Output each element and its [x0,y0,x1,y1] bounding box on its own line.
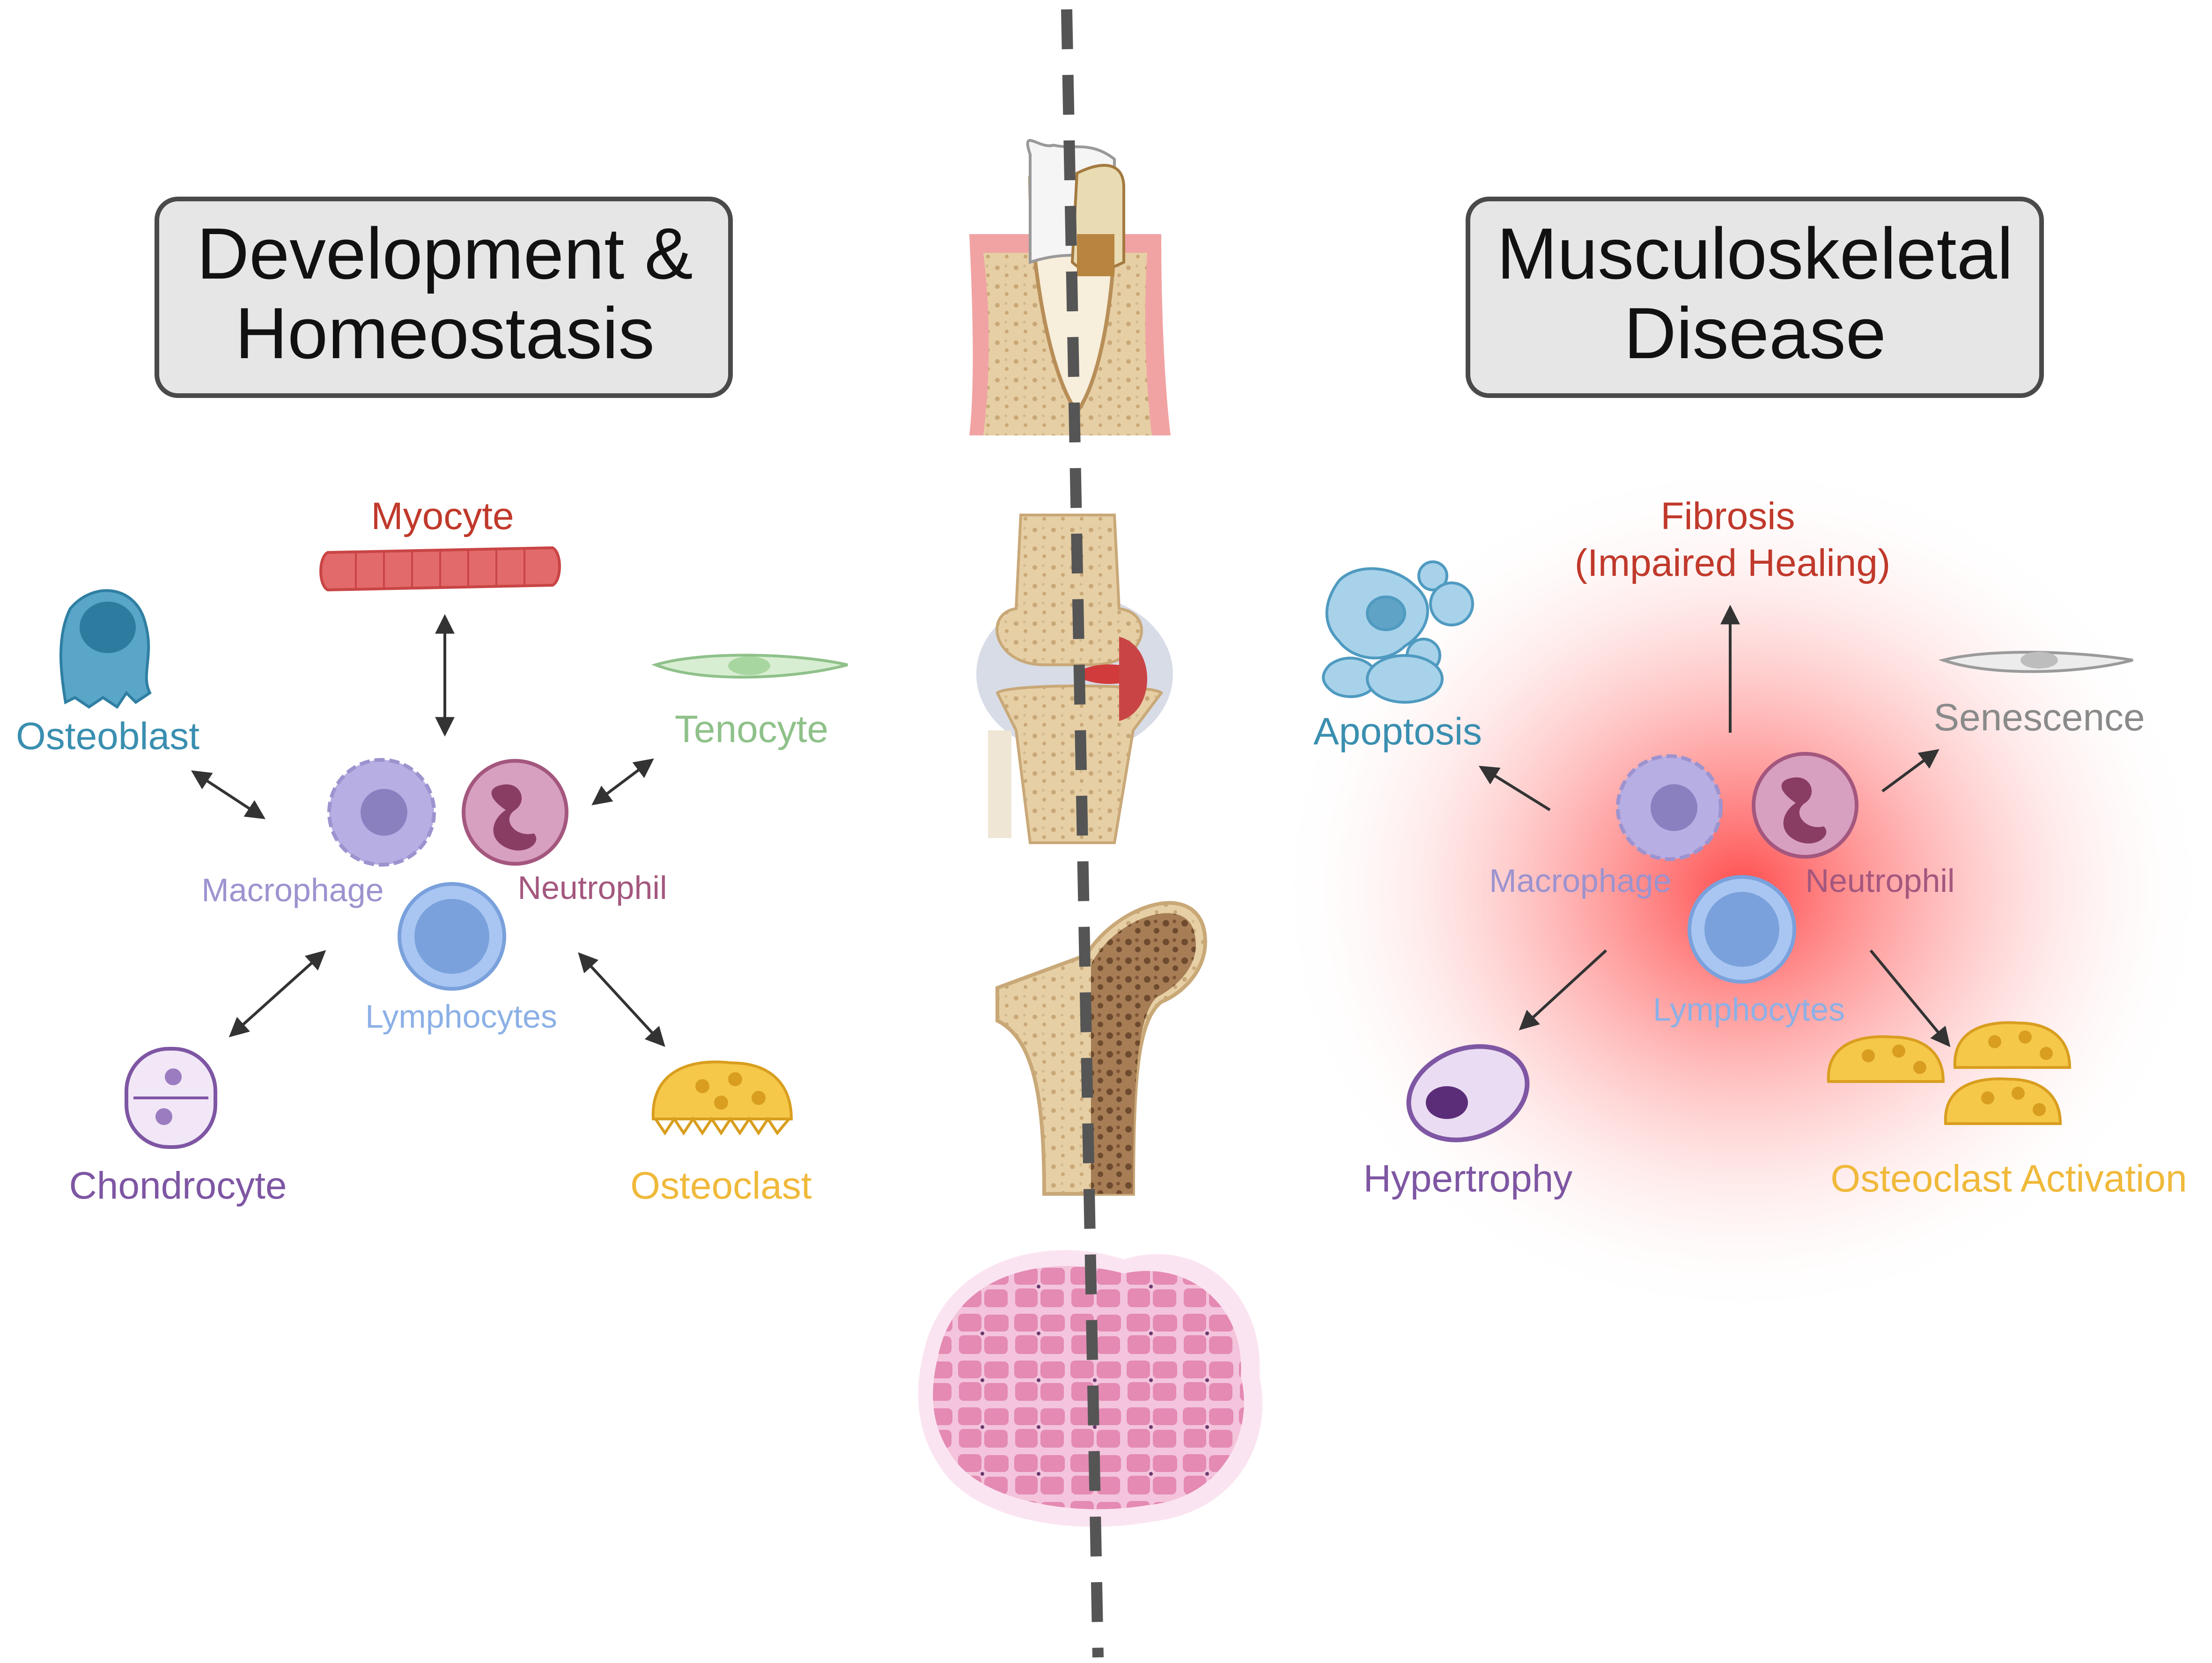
left-title-line2: Homeostasis [235,293,655,374]
chondrocyte-cell [125,1047,217,1149]
osteoclast-label: Osteoclast [630,1164,812,1207]
arrow-immune-osteoclast [578,952,665,1047]
left-arrows [191,614,665,1047]
macrophage-label: Macrophage [201,872,383,908]
arrow-to-osteoclast-activation [1869,949,1951,1047]
chondrocyte-label: Chondrocyte [69,1164,287,1207]
apoptosis-cell [1322,560,1474,704]
macrophage-label-disease: Macrophage [1489,862,1671,899]
tenocyte-cell [651,654,848,679]
hypertrophy-label: Hypertrophy [1364,1157,1573,1200]
osteoblast-label: Osteoblast [16,715,199,758]
tenocyte-label: Tenocyte [675,708,828,751]
macrophage-cell-disease [1616,754,1723,861]
activated-osteoclasts [1827,1021,2072,1125]
neutrophil-cell [462,759,568,866]
myocyte-label: Myocyte [371,495,514,537]
arrow-to-senescence [1881,749,1939,793]
lymphocyte-cell-disease [1688,875,1796,984]
myocyte-cell [319,546,561,592]
center-divider [1061,9,1104,1658]
osteoblast-cell [59,589,152,709]
neutrophil-label-disease: Neutrophil [1805,862,1954,899]
femur-icon [995,901,1207,1196]
right-title-box: Musculoskeletal Disease [1466,197,2044,398]
lymphocyte-cell [398,882,506,991]
macrophage-cell [327,758,436,867]
hypertrophic-chondrocyte [1406,1044,1530,1142]
senescent-cell [1938,651,2133,673]
lymphocytes-label-disease: Lymphocytes [1653,991,1845,1028]
arrow-to-hypertrophy [1519,949,1607,1030]
left-title-box: Development & Homeostasis [155,197,733,398]
neutrophil-cell-disease [1752,752,1858,859]
osteoclast-cell [651,1060,793,1136]
lymphocytes-label: Lymphocytes [365,998,557,1035]
right-arrows [1478,604,1951,1047]
arrow-neutrophil-tenocyte [591,758,654,806]
left-title-line1: Development & [197,213,693,294]
fibrosis-sublabel: (Impaired Healing) [1575,542,1891,584]
apoptosis-label: Apoptosis [1313,710,1482,753]
arrow-macrophage-osteoblast [191,770,266,819]
fibrosis-label: Fibrosis [1660,495,1795,537]
neutrophil-label: Neutrophil [517,869,667,906]
right-title-line1: Musculoskeletal [1497,213,2013,294]
arrow-immune-chondrocyte [229,950,326,1038]
senescence-label: Senescence [1933,696,2145,739]
right-title-line2: Disease [1624,293,1886,374]
arrow-to-apoptosis [1478,765,1551,811]
osteoclast-activation-label: Osteoclast Activation [1830,1157,2187,1200]
